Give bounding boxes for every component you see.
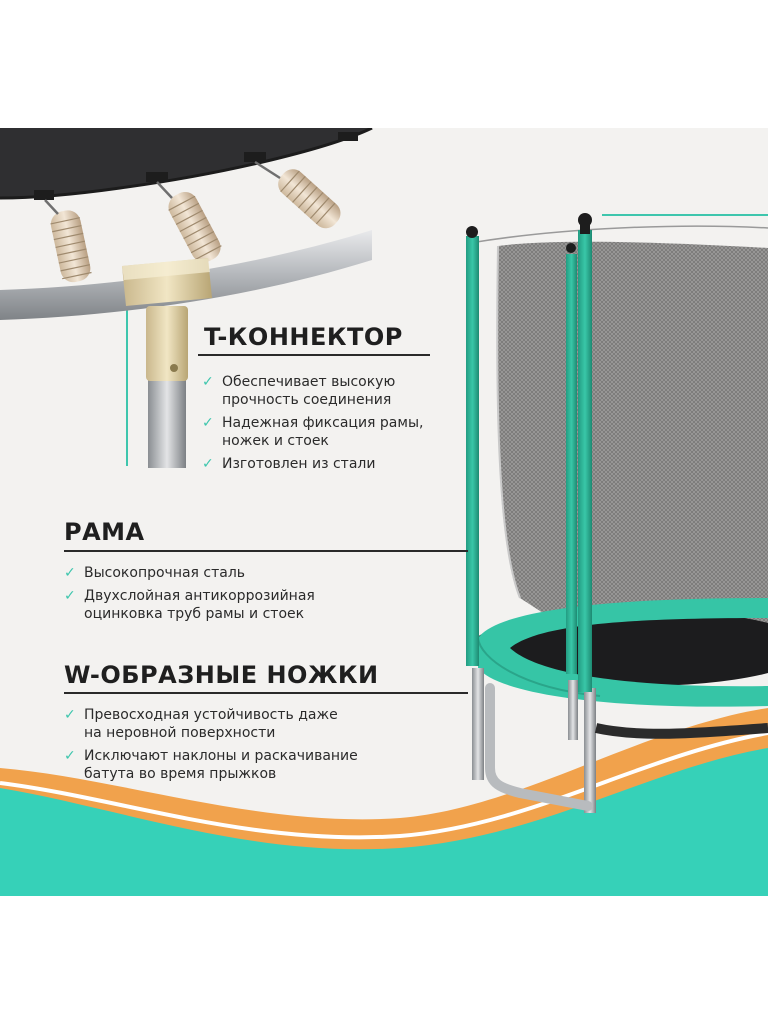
section-title-t-connector: T-КОННЕКТОР: [204, 323, 403, 351]
bullet-text: Исключают наклоны и раскачивание батута …: [84, 748, 358, 782]
t-connector-illustration: [0, 128, 373, 468]
list-item: ✓ Исключают наклоны и раскачивание батута…: [62, 747, 392, 783]
bullet-text: Превосходная устойчивость даже на неровн…: [84, 707, 338, 741]
list-item: ✓ Изготовлен из стали: [200, 455, 430, 473]
bullet-text: Надежная фиксация рамы, ножек и стоек: [222, 415, 424, 449]
frame-features: ✓ Высокопрочная сталь ✓ Двухслойная антико…: [62, 564, 362, 628]
list-item: ✓ Обеспечивает высокую прочность соединен…: [200, 373, 430, 409]
list-item: ✓ Двухслойная антикоррозийная оцинковка т…: [62, 587, 362, 623]
mint-wave: [0, 748, 768, 896]
check-icon: ✓: [64, 565, 76, 581]
t-connector-features: ✓ Обеспечивает высокую прочность соединен…: [200, 373, 430, 478]
trampoline-illustration: [466, 213, 768, 813]
check-icon: ✓: [64, 588, 76, 604]
bullet-text: Обеспечивает высокую прочность соединени…: [222, 374, 396, 408]
section-title-w-legs: W-ОБРАЗНЫЕ НОЖКИ: [64, 661, 379, 689]
check-icon: ✓: [64, 748, 76, 764]
section-title-frame: РАМА: [64, 518, 145, 546]
check-icon: ✓: [202, 374, 214, 390]
check-icon: ✓: [202, 415, 214, 431]
infographic-artwork: [0, 128, 768, 896]
check-icon: ✓: [202, 456, 214, 472]
check-icon: ✓: [64, 707, 76, 723]
list-item: ✓ Высокопрочная сталь: [62, 564, 362, 582]
product-infographic: T-КОННЕКТОР ✓ Обеспечивает высокую прочно…: [0, 128, 768, 896]
list-item: ✓ Превосходная устойчивость даже на неров…: [62, 706, 392, 742]
bullet-text: Высокопрочная сталь: [84, 565, 246, 581]
list-item: ✓ Надежная фиксация рамы, ножек и стоек: [200, 414, 430, 450]
bullet-text: Двухслойная антикоррозийная оцинковка тр…: [84, 588, 315, 622]
w-legs-features: ✓ Превосходная устойчивость даже на неров…: [62, 706, 392, 788]
bullet-text: Изготовлен из стали: [222, 456, 376, 472]
